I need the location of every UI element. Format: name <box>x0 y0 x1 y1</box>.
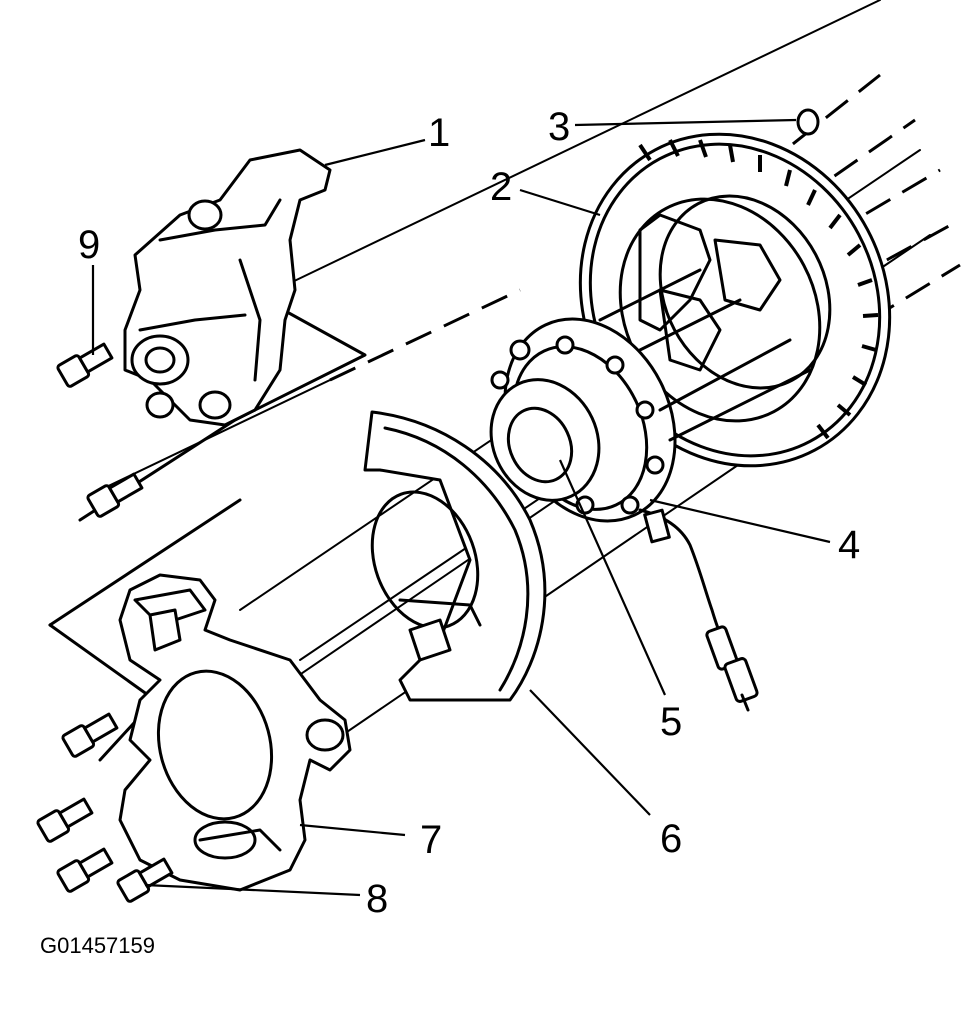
caliper-mounting-bolts <box>56 342 144 518</box>
callout-2: 2 <box>490 165 512 209</box>
hub-bearing-assembly <box>489 268 812 523</box>
brake-splash-shield <box>363 410 547 702</box>
callout-3: 3 <box>548 105 570 149</box>
callout-5: 5 <box>660 700 682 744</box>
callout-1: 1 <box>428 111 450 155</box>
callout-7: 7 <box>420 818 442 862</box>
steering-knuckle <box>118 573 352 892</box>
rotor-retaining-nut <box>796 108 820 136</box>
knuckle-mounting-bolts <box>36 712 174 903</box>
callout-leader-lines <box>91 118 831 897</box>
callout-6: 6 <box>660 817 682 861</box>
brake-caliper <box>123 148 332 427</box>
figure-id: G01457159 <box>40 933 155 958</box>
callout-labels: 1 2 3 4 5 6 7 8 9 <box>78 105 860 921</box>
callout-9: 9 <box>78 223 100 267</box>
callout-4: 4 <box>838 523 860 567</box>
wheel-speed-sensor-wire <box>638 508 759 712</box>
callout-8: 8 <box>366 877 388 921</box>
